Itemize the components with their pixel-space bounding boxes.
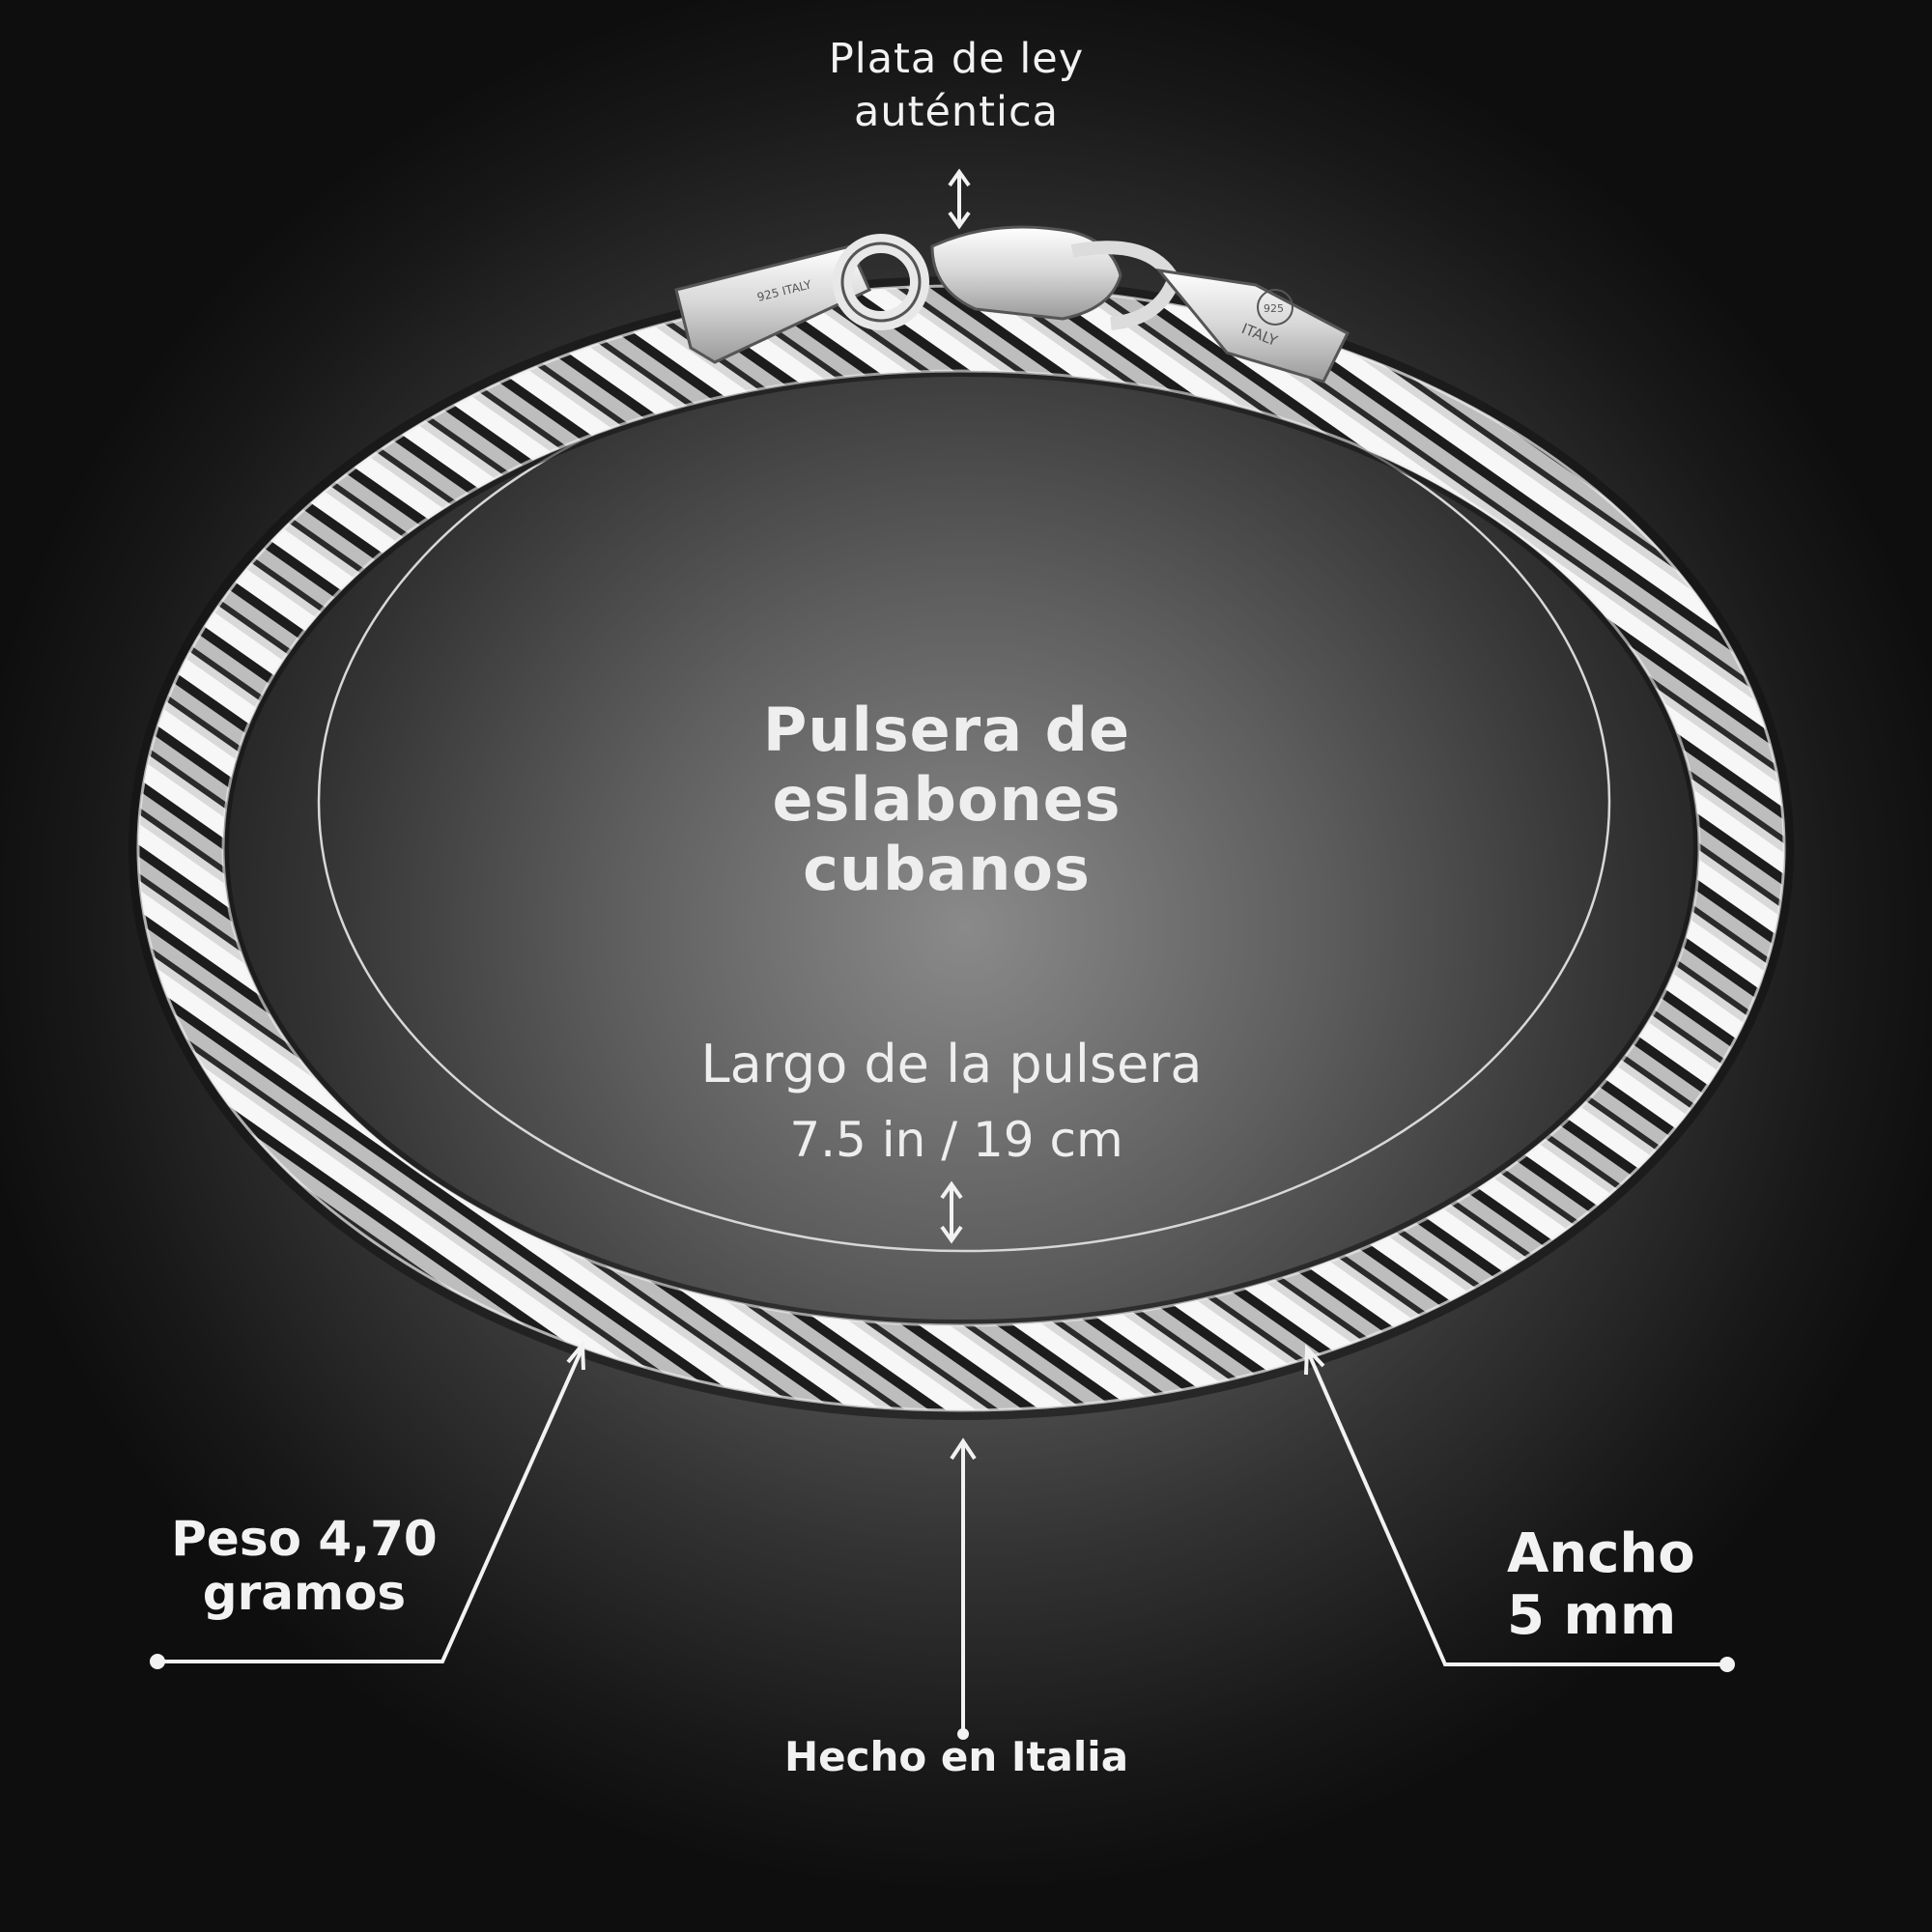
material-label: Plata de ley auténtica: [734, 33, 1179, 139]
end-tag-left: [674, 244, 871, 364]
product-title: Pulsera de eslabones cubanos: [618, 696, 1275, 904]
length-value: 7.5 in / 19 cm: [789, 1112, 1123, 1168]
length-label: Largo de la pulsera: [700, 1034, 1203, 1094]
material-label-line2: auténtica: [854, 88, 1059, 136]
double-arrow-icon: [940, 1180, 963, 1244]
pointer-line-icon: [150, 1339, 585, 1669]
width-label-line2: 5 mm: [1507, 1584, 1677, 1647]
weight-label-line2: gramos: [202, 1565, 407, 1621]
origin-label: Hecho en Italia: [783, 1733, 1129, 1780]
arrow-up-icon: [950, 1437, 977, 1740]
curb-chain: [128, 276, 1794, 1420]
clasp-assembly: 925 ITALY 925 ITALY: [674, 225, 1350, 384]
pointer-line-icon: [1304, 1344, 1735, 1672]
product-title-line3: cubanos: [803, 834, 1091, 904]
width-label: Ancho 5 mm: [1507, 1523, 1787, 1647]
width-label-line1: Ancho: [1507, 1522, 1695, 1585]
double-arrow-icon: [948, 168, 971, 230]
material-label-line1: Plata de ley: [828, 35, 1085, 83]
product-title-line2: eslabones: [772, 764, 1122, 835]
weight-label: Peso 4,70 gramos: [145, 1512, 464, 1620]
end-tag-right: [1155, 268, 1350, 384]
weight-label-line1: Peso 4,70: [171, 1511, 438, 1567]
product-title-line1: Pulsera de: [762, 695, 1131, 765]
right-tag-stamp: 925: [1264, 302, 1284, 315]
